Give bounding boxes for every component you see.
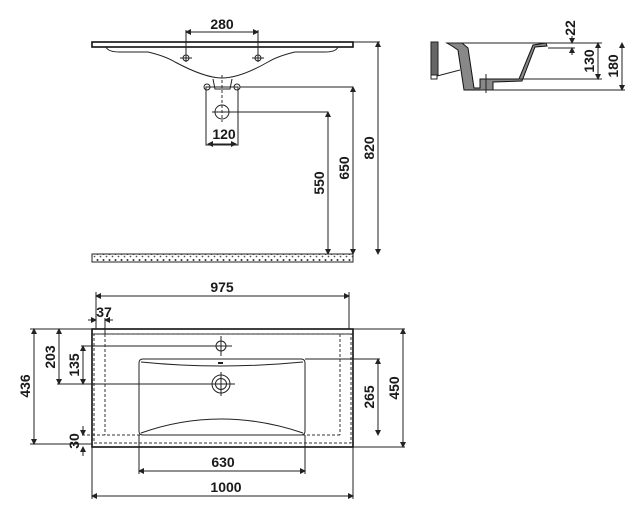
dim-650: 650 bbox=[336, 156, 352, 180]
dim-450: 450 bbox=[386, 376, 402, 400]
countertop-outline bbox=[91, 328, 354, 448]
dim-120: 120 bbox=[212, 126, 236, 142]
dim-135: 135 bbox=[66, 353, 82, 377]
drain bbox=[209, 372, 235, 396]
overflow bbox=[218, 362, 223, 364]
tap-hole bbox=[212, 336, 232, 356]
dim-180: 180 bbox=[605, 54, 621, 78]
dim-265: 265 bbox=[361, 385, 377, 409]
floor bbox=[91, 253, 354, 263]
dim-22: 22 bbox=[562, 20, 578, 36]
bowl-outline bbox=[138, 358, 306, 436]
basin-section bbox=[445, 42, 548, 91]
wall-bracket bbox=[430, 41, 439, 76]
dim-820: 820 bbox=[361, 136, 377, 160]
dim-130: 130 bbox=[581, 49, 597, 73]
dim-550: 550 bbox=[311, 171, 327, 195]
dim-203: 203 bbox=[42, 345, 58, 369]
front-view: 280 120 550 650 820 bbox=[91, 16, 381, 263]
dim-1000: 1000 bbox=[210, 479, 241, 495]
dim-280: 280 bbox=[210, 16, 234, 32]
basin-profile bbox=[105, 46, 339, 79]
side-view: 22 130 180 bbox=[430, 20, 625, 93]
dim-975: 975 bbox=[210, 279, 234, 295]
overflow-outlet bbox=[212, 78, 233, 90]
top-view: 975 37 436 203 135 30 265 450 630 1000 bbox=[17, 279, 406, 499]
dim-30: 30 bbox=[66, 433, 82, 449]
dim-37: 37 bbox=[96, 304, 112, 320]
dim-436: 436 bbox=[17, 374, 33, 398]
dim-630: 630 bbox=[211, 454, 235, 470]
countertop bbox=[91, 41, 354, 48]
